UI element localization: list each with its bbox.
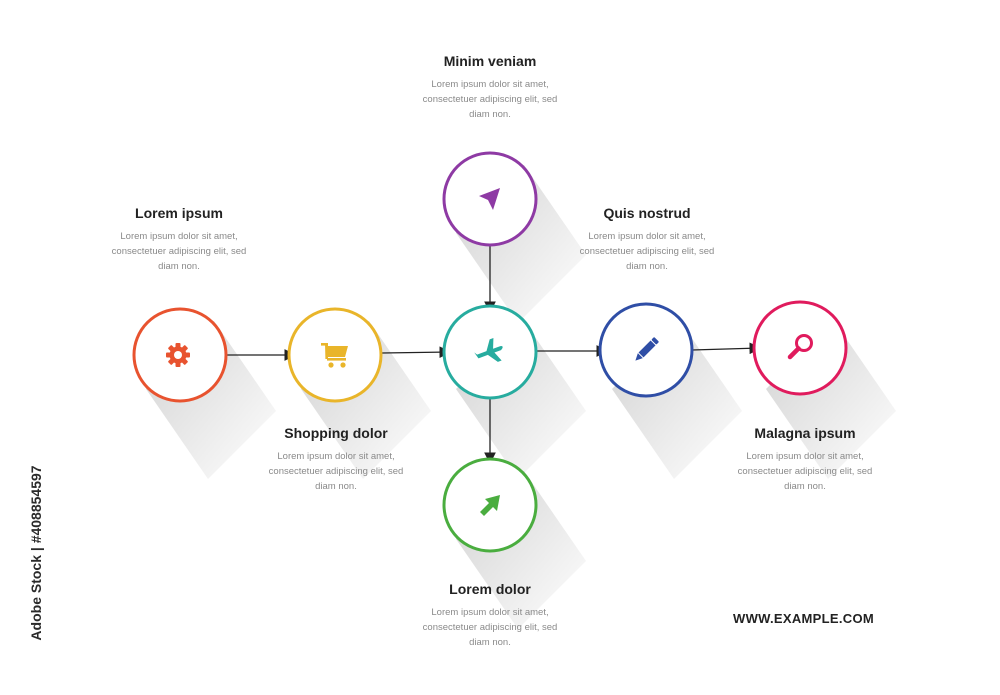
website-url[interactable]: WWW.EXAMPLE.COM [733, 611, 874, 626]
magnifier-icon [787, 334, 813, 360]
step-description: Lorem ipsum dolor sit amet, consectetuer… [268, 451, 404, 492]
step-description: Lorem ipsum dolor sit amet, consectetuer… [422, 607, 558, 648]
step-block-pencil: Quis nostrud Lorem ipsum dolor sit amet,… [562, 205, 732, 274]
circles [132, 151, 848, 553]
pencil-icon [635, 337, 659, 361]
step-block-bottom: Lorem dolor Lorem ipsum dolor sit amet, … [405, 581, 575, 650]
step-block-search: Malagna ipsum Lorem ipsum dolor sit amet… [720, 425, 890, 494]
navigation-arrow-icon [479, 188, 500, 210]
arrow-shopping-to-plane [381, 346, 452, 359]
step-block-settings: Lorem ipsum Lorem ipsum dolor sit amet, … [94, 205, 264, 274]
watermark-text: Adobe Stock | #408854597 [28, 464, 44, 641]
step-description: Lorem ipsum dolor sit amet, consectetuer… [579, 231, 715, 272]
step-title: Minim veniam [443, 53, 537, 69]
step-title: Lorem dolor [449, 581, 531, 597]
step-block-shopping: Shopping dolor Lorem ipsum dolor sit ame… [251, 425, 421, 494]
step-block-top: Minim veniam Lorem ipsum dolor sit amet,… [405, 53, 575, 122]
send-arrow-icon [480, 495, 500, 516]
step-title: Lorem ipsum [135, 205, 223, 221]
step-title: Shopping dolor [284, 425, 388, 441]
shopping-cart-icon [321, 343, 348, 368]
step-title: Quis nostrud [603, 205, 691, 221]
step-description: Lorem ipsum dolor sit amet, consectetuer… [111, 231, 247, 272]
step-description: Lorem ipsum dolor sit amet, consectetuer… [422, 79, 558, 120]
step-title: Malagna ipsum [754, 425, 856, 441]
gear-icon [166, 343, 190, 367]
airplane-icon [474, 337, 503, 362]
arrow-pencil-to-search [691, 342, 762, 355]
step-description: Lorem ipsum dolor sit amet, consectetuer… [737, 451, 873, 492]
stock-watermark: Adobe Stock | #408854597 [26, 420, 46, 685]
connectors [227, 245, 762, 465]
